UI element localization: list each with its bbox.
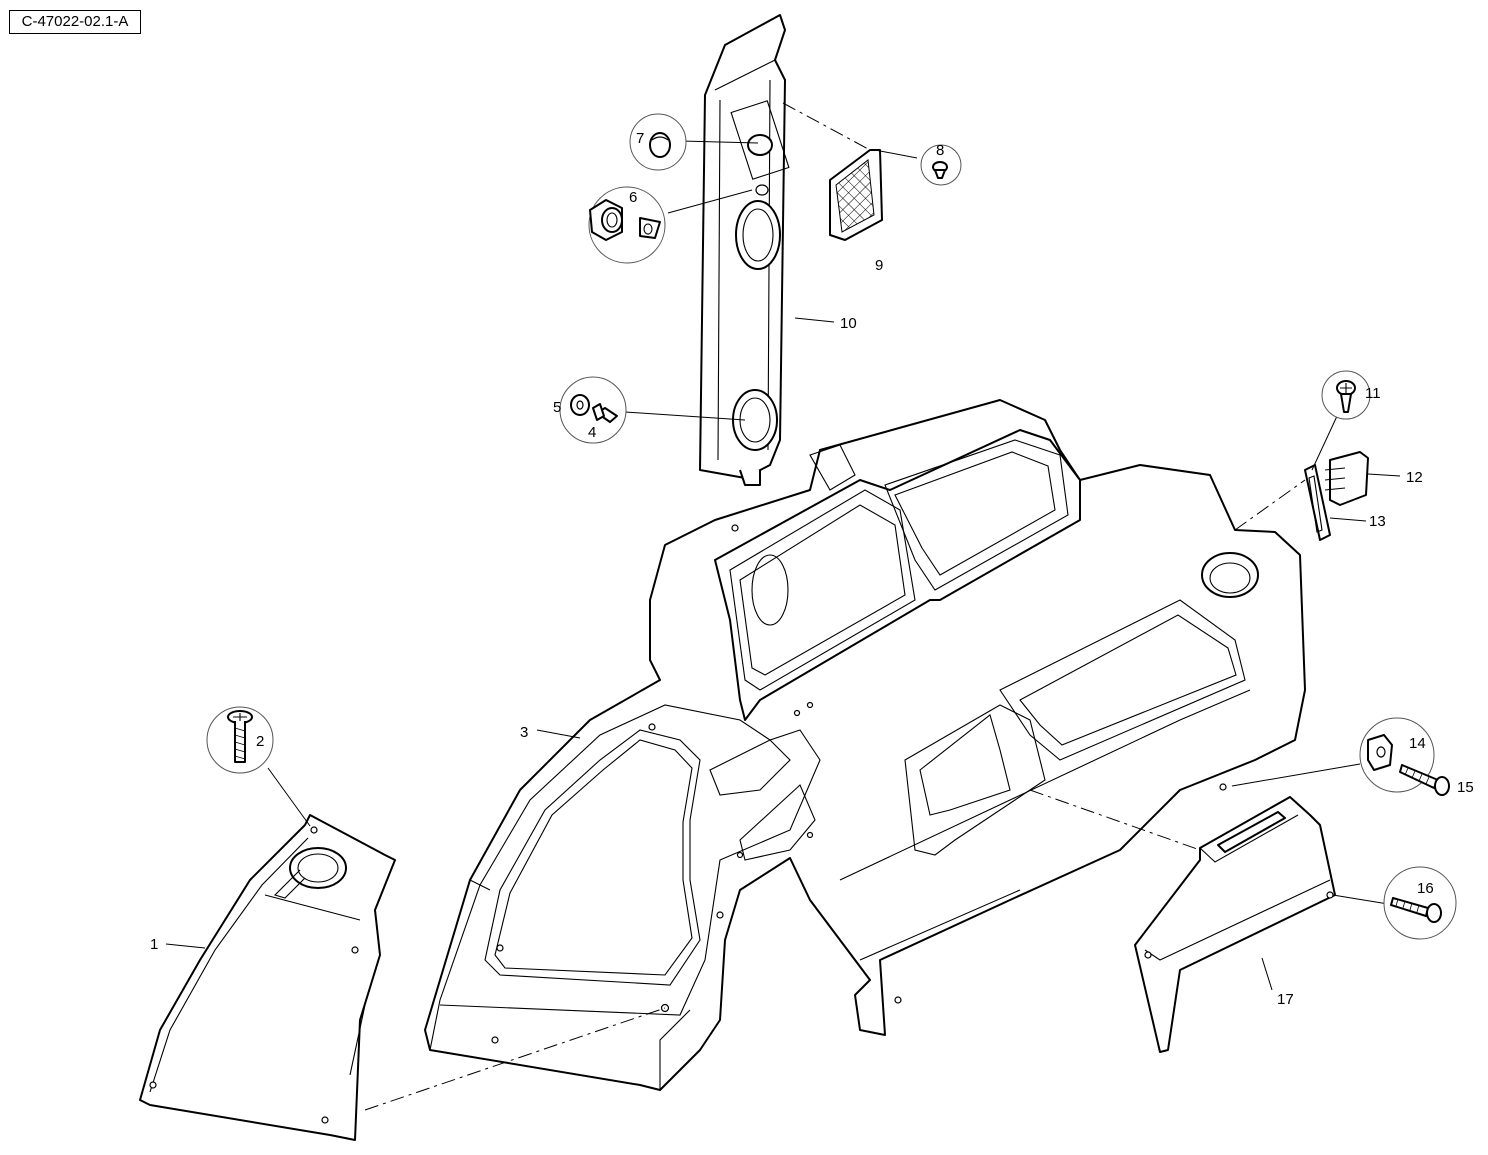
bubble-power-outlet-part-6[interactable] bbox=[588, 186, 666, 264]
bubble-screw-part-16[interactable] bbox=[1383, 866, 1457, 940]
bubble-screw-part-11[interactable] bbox=[1321, 370, 1371, 420]
callout-13: 13 bbox=[1369, 513, 1386, 530]
callout-9: 9 bbox=[875, 257, 883, 274]
vertical-pillar-part-10[interactable] bbox=[699, 14, 790, 486]
callout-11: 11 bbox=[1365, 385, 1381, 402]
callout-7: 7 bbox=[636, 130, 644, 147]
callout-8: 8 bbox=[936, 142, 944, 159]
callout-labels: 1 2 3 4 5 6 7 8 9 10 11 12 13 14 15 16 1… bbox=[150, 130, 1474, 1008]
dashboard-body-part-3[interactable] bbox=[424, 399, 1306, 1091]
leader-lines bbox=[165, 140, 1401, 991]
right-lower-panel-part-17[interactable] bbox=[1134, 796, 1336, 1053]
callout-15: 15 bbox=[1457, 779, 1474, 796]
assembly-lines bbox=[364, 102, 1306, 1111]
callout-16: 16 bbox=[1417, 880, 1434, 897]
mounting-plate-part-13[interactable] bbox=[1304, 464, 1331, 541]
callout-3: 3 bbox=[520, 724, 528, 741]
bracket-part-12[interactable] bbox=[1324, 451, 1369, 506]
bubble-screw-part-8[interactable] bbox=[920, 144, 962, 186]
bubble-screw-part-2[interactable] bbox=[206, 706, 274, 774]
callout-17: 17 bbox=[1277, 991, 1294, 1008]
callout-10: 10 bbox=[840, 315, 857, 332]
callout-4: 4 bbox=[588, 424, 596, 441]
bubble-bolt-washer-parts-4-5[interactable] bbox=[559, 376, 627, 444]
callout-12: 12 bbox=[1406, 469, 1423, 486]
callout-1: 1 bbox=[150, 936, 158, 953]
bubble-plug-part-7[interactable] bbox=[629, 113, 687, 171]
mesh-grille-part-9[interactable] bbox=[829, 149, 883, 241]
callout-2: 2 bbox=[256, 733, 264, 750]
diagram-reference-code: C-47022-02.1-A bbox=[9, 10, 141, 34]
left-side-panel-part-1[interactable] bbox=[139, 814, 396, 1141]
screw-part-15[interactable] bbox=[1399, 764, 1450, 796]
callout-5: 5 bbox=[553, 399, 561, 416]
callout-14: 14 bbox=[1409, 735, 1426, 752]
callout-6: 6 bbox=[629, 189, 637, 206]
